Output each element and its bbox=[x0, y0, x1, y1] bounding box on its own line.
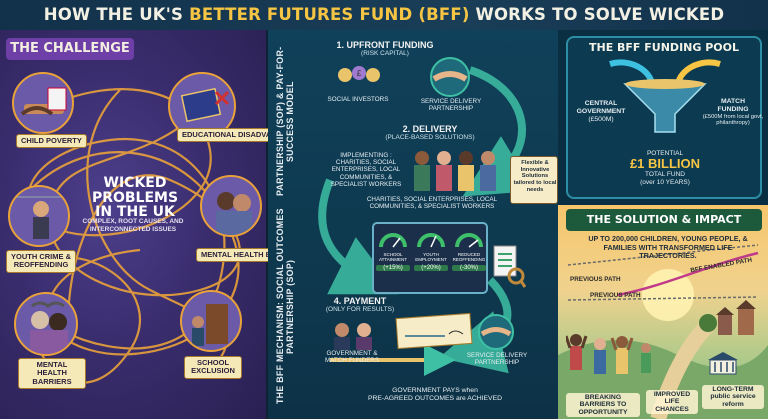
wicked-problems-subtitle: COMPLEX, ROOT CAUSES, AND INTERCONNECTED… bbox=[82, 218, 184, 234]
previous-path-label-1: PREVIOUS PATH bbox=[570, 276, 621, 283]
central-line-1: CENTRAL bbox=[584, 100, 618, 107]
service-delivery-label-2: SERVICE DELIVERY PARTNERSHIP bbox=[466, 352, 528, 367]
match-line-1: MATCH bbox=[720, 98, 746, 105]
delivery-caption: CHARITIES, SOCIAL ENTERPRISES, LOCAL COM… bbox=[366, 196, 498, 211]
challenge-heading: THE CHALLENGE bbox=[6, 38, 134, 60]
central-line-3: (£500M) bbox=[588, 115, 614, 123]
metric-value: (+20%) bbox=[414, 264, 448, 271]
flexible-sign-text: Flexible & Innovative Solutions tailored… bbox=[513, 160, 557, 193]
step2-subtitle: (PLACE-BASED SOLUTIONS) bbox=[385, 134, 475, 141]
checklist-magnifier-icon bbox=[493, 245, 526, 288]
social-investors-label: SOCIAL INVESTORS bbox=[327, 96, 389, 103]
title-prefix: HOW THE UK'S bbox=[43, 5, 190, 24]
metrics-row: SCHOOL ATTAINMENT (+15%) YOUTH EMPLOYMEN… bbox=[376, 232, 486, 290]
wicked-line-2: PROBLEMS bbox=[91, 189, 179, 206]
step1-title: 1. UPFRONT FUNDING bbox=[336, 40, 434, 50]
step4-heading: 4. PAYMENT (ONLY FOR RESULTS) bbox=[320, 296, 400, 313]
match-line-2: FUNDING bbox=[717, 105, 749, 113]
gauge-icon bbox=[417, 233, 445, 248]
problem-label-child-poverty: CHILD POVERTY bbox=[16, 134, 87, 149]
youth-crime-illustration bbox=[8, 185, 70, 247]
funding-pool-heading: THE BFF FUNDING POOL bbox=[588, 41, 739, 54]
total-fund-label: POTENTIAL £1 BILLION TOTAL FUND (over 10… bbox=[620, 150, 710, 186]
metric-label: SCHOOL ATTAINMENT bbox=[378, 252, 408, 262]
edu-line: EDUCATIONAL DISADVANTAGE bbox=[182, 130, 297, 139]
wicked-problems-title: WICKED PROBLEMS IN THE UK bbox=[60, 176, 210, 220]
cheque-icon bbox=[395, 312, 473, 350]
problem-label-youth-crime: YOUTH CRIME & REOFFENDING bbox=[6, 250, 76, 273]
years-text: (over 10 YEARS) bbox=[640, 178, 690, 186]
wicked-line-1: WICKED bbox=[103, 175, 167, 191]
government-funders-icon bbox=[334, 323, 372, 350]
solution-heading: THE SOLUTION & IMPACT bbox=[566, 209, 762, 231]
metric-value: (+15%) bbox=[376, 264, 410, 271]
flexible-solutions-sign: Flexible & Innovative Solutions tailored… bbox=[510, 156, 558, 204]
flow-arrows bbox=[318, 66, 534, 376]
step1-heading: 1. UPFRONT FUNDING (RISK CAPITAL) bbox=[330, 40, 440, 57]
outcome-breaking-barriers: BREAKING BARRIERS TO OPPORTUNITY bbox=[566, 393, 640, 418]
mental-health-illustration-right bbox=[200, 175, 262, 237]
handshake-icon bbox=[430, 57, 470, 97]
school-exclusion-illustration bbox=[180, 290, 242, 352]
svg-text:£: £ bbox=[357, 69, 362, 78]
step4-subtitle: (ONLY FOR RESULTS) bbox=[325, 306, 395, 313]
public-building-icon bbox=[708, 352, 738, 375]
child-poverty-illustration bbox=[12, 72, 74, 134]
potential-label: POTENTIAL bbox=[646, 150, 684, 157]
celebrating-people bbox=[566, 334, 651, 374]
central-government-label: CENTRAL GOVERNMENT (£500M) bbox=[576, 100, 626, 123]
metric-label: REDUCED REOFFENDING bbox=[452, 252, 486, 262]
gauge-icon bbox=[379, 233, 407, 248]
central-line-2: GOVERNMENT bbox=[576, 107, 626, 115]
step1-subtitle: (RISK CAPITAL) bbox=[361, 50, 409, 57]
gov-pays-line-2: PRE-AGREED OUTCOMES are ACHIEVED bbox=[367, 394, 503, 402]
problem-label-mental-health-left: MENTAL HEALTH BARRIERS bbox=[18, 358, 86, 389]
total-fund-text: TOTAL FUND bbox=[645, 171, 685, 179]
match-line-3: (£500M from local govt, philanthropy) bbox=[702, 113, 764, 127]
gov-pays-line-1: GOVERNMENT PAYS when bbox=[392, 387, 478, 394]
title-highlight: BETTER FUTURES FUND (BFF) bbox=[189, 5, 470, 24]
page-title: HOW THE UK'S BETTER FUTURES FUND (BFF) W… bbox=[0, 0, 768, 54]
match-funding-label: MATCH FUNDING (£500M from local govt, ph… bbox=[702, 98, 764, 127]
solution-text: UP TO 200,000 CHILDREN, YOUNG PEOPLE, & … bbox=[588, 234, 748, 261]
gov-funders-label: GOVERNMENT & MATCH FUNDERS bbox=[324, 350, 380, 365]
step2-heading: 2. DELIVERY (PLACE-BASED SOLUTIONS) bbox=[360, 124, 500, 141]
handshake-icon-2 bbox=[478, 314, 514, 350]
metric-school-attainment: SCHOOL ATTAINMENT (+15%) bbox=[376, 232, 410, 290]
metric-youth-employment: YOUTH EMPLOYMENT (+20%) bbox=[414, 232, 448, 290]
step2-title: 2. DELIVERY bbox=[402, 124, 458, 134]
metric-label: YOUTH EMPLOYMENT bbox=[415, 252, 447, 262]
fund-amount: £1 BILLION bbox=[629, 156, 701, 172]
implementing-label: IMPLEMENTING : CHARITIES, SOCIAL ENTERPR… bbox=[330, 152, 402, 188]
wicked-line-3: IN THE UK bbox=[95, 204, 175, 221]
metric-value: (-30%) bbox=[452, 264, 486, 271]
outcome-improved-life-chances: IMPROVED LIFE CHANCES bbox=[646, 390, 698, 415]
gauge-icon bbox=[455, 233, 483, 248]
delivery-workers-illustration bbox=[414, 151, 496, 191]
previous-path-label-2: PREVIOUS PATH bbox=[590, 292, 641, 299]
funnel-illustration bbox=[609, 59, 721, 133]
mental-health-illustration-left bbox=[14, 292, 78, 356]
service-delivery-label-1: SERVICE DELIVERY PARTNERSHIP bbox=[420, 98, 482, 113]
outcome-public-service-reform: LONG-TERM public service reform bbox=[702, 385, 764, 410]
step4-title: 4. PAYMENT bbox=[333, 296, 387, 306]
investors-icon: £ bbox=[338, 66, 380, 82]
problem-label-school-exclusion: SCHOOL EXCLUSION bbox=[184, 356, 242, 379]
gov-pays-caption: GOVERNMENT PAYS when PRE-AGREED OUTCOMES… bbox=[360, 387, 510, 403]
metric-reduced-reoffending: REDUCED REOFFENDING (-30%) bbox=[452, 232, 486, 290]
